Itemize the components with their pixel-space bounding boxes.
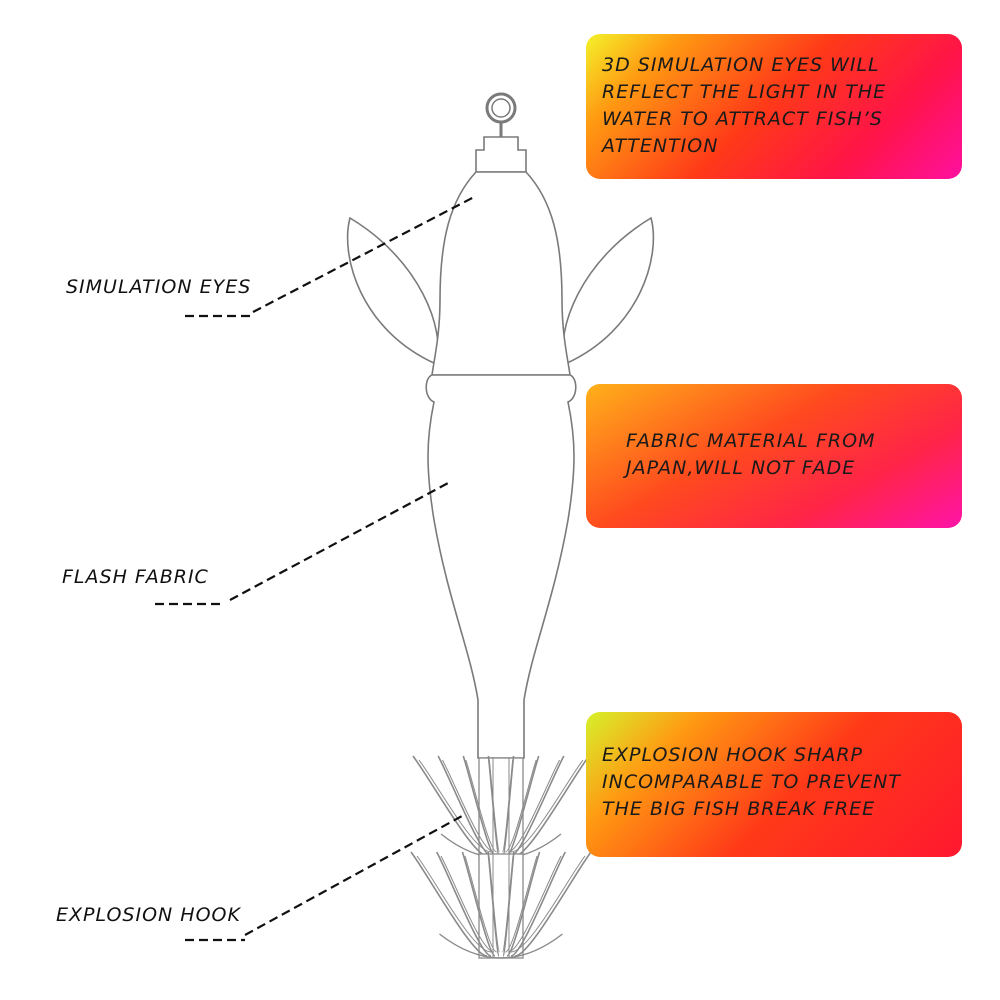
upper-hook-tier-prong-inner	[441, 759, 495, 853]
lower-hook-tier-prong-inner	[505, 855, 538, 953]
label-flash-fabric: FLASH FABRIC	[62, 566, 209, 588]
upper-hook-tier-prong-inner	[507, 759, 561, 853]
lower-hook-tier-prong-inner	[501, 855, 514, 953]
lower-hook-tier-prong	[514, 851, 592, 957]
upper-hook-tier-prong	[412, 755, 488, 857]
callout-fabric-material: FABRIC MATERIAL FROM JAPAN,WILL NOT FADE	[586, 384, 962, 528]
upper-hook-tier-prong	[514, 755, 590, 857]
callout-explosion-hook: EXPLOSION HOOK SHARP INCOMPARABLE TO PRE…	[586, 712, 962, 857]
upper-hook-tier-shank	[478, 757, 524, 859]
lower-hook-tier-shank	[478, 853, 524, 959]
label-explosion-hook: EXPLOSION HOOK	[56, 904, 241, 926]
lower-hook-tier-prong-inner	[510, 855, 586, 953]
towing-ring	[485, 92, 517, 124]
lower-hook-tier-prong	[510, 851, 566, 957]
upper-hook-tier-prong-inner	[501, 759, 514, 853]
lower-hook-tier-prong-inner	[440, 855, 495, 953]
lower-hook-tier-prong	[506, 851, 541, 957]
lower-hook-tier-prong	[461, 851, 496, 957]
lower-hook-tier-prong-inner	[488, 855, 501, 953]
label-simulation-eyes: SIMULATION EYES	[66, 276, 252, 298]
lower-hook-tier-prong-inner	[464, 855, 497, 953]
leader-line-flash-fabric	[229, 481, 451, 601]
upper-hook-tier-prong-inner	[505, 759, 537, 853]
lower-hook-tier-prong-inner	[507, 855, 562, 953]
lower-hook-tier-base-arc	[439, 933, 563, 959]
upper-hook-tier-prong-inner	[465, 759, 497, 853]
callout-simulation-eyes: 3D SIMULATION EYES WILL REFLECT THE LIGH…	[586, 34, 962, 179]
lower-hook-tier-prong	[436, 851, 492, 957]
jig-body	[425, 374, 577, 759]
right-fin	[562, 216, 655, 366]
jig-head	[431, 171, 571, 376]
explosion-hook-graphic	[410, 755, 592, 959]
towing-ring-inner	[491, 98, 511, 118]
lower-hook-tier-prong	[410, 851, 488, 957]
nose-connector	[475, 136, 527, 173]
upper-hook-tier-prong-inner	[488, 759, 501, 853]
upper-hook-tier-prong-inner	[510, 759, 584, 853]
